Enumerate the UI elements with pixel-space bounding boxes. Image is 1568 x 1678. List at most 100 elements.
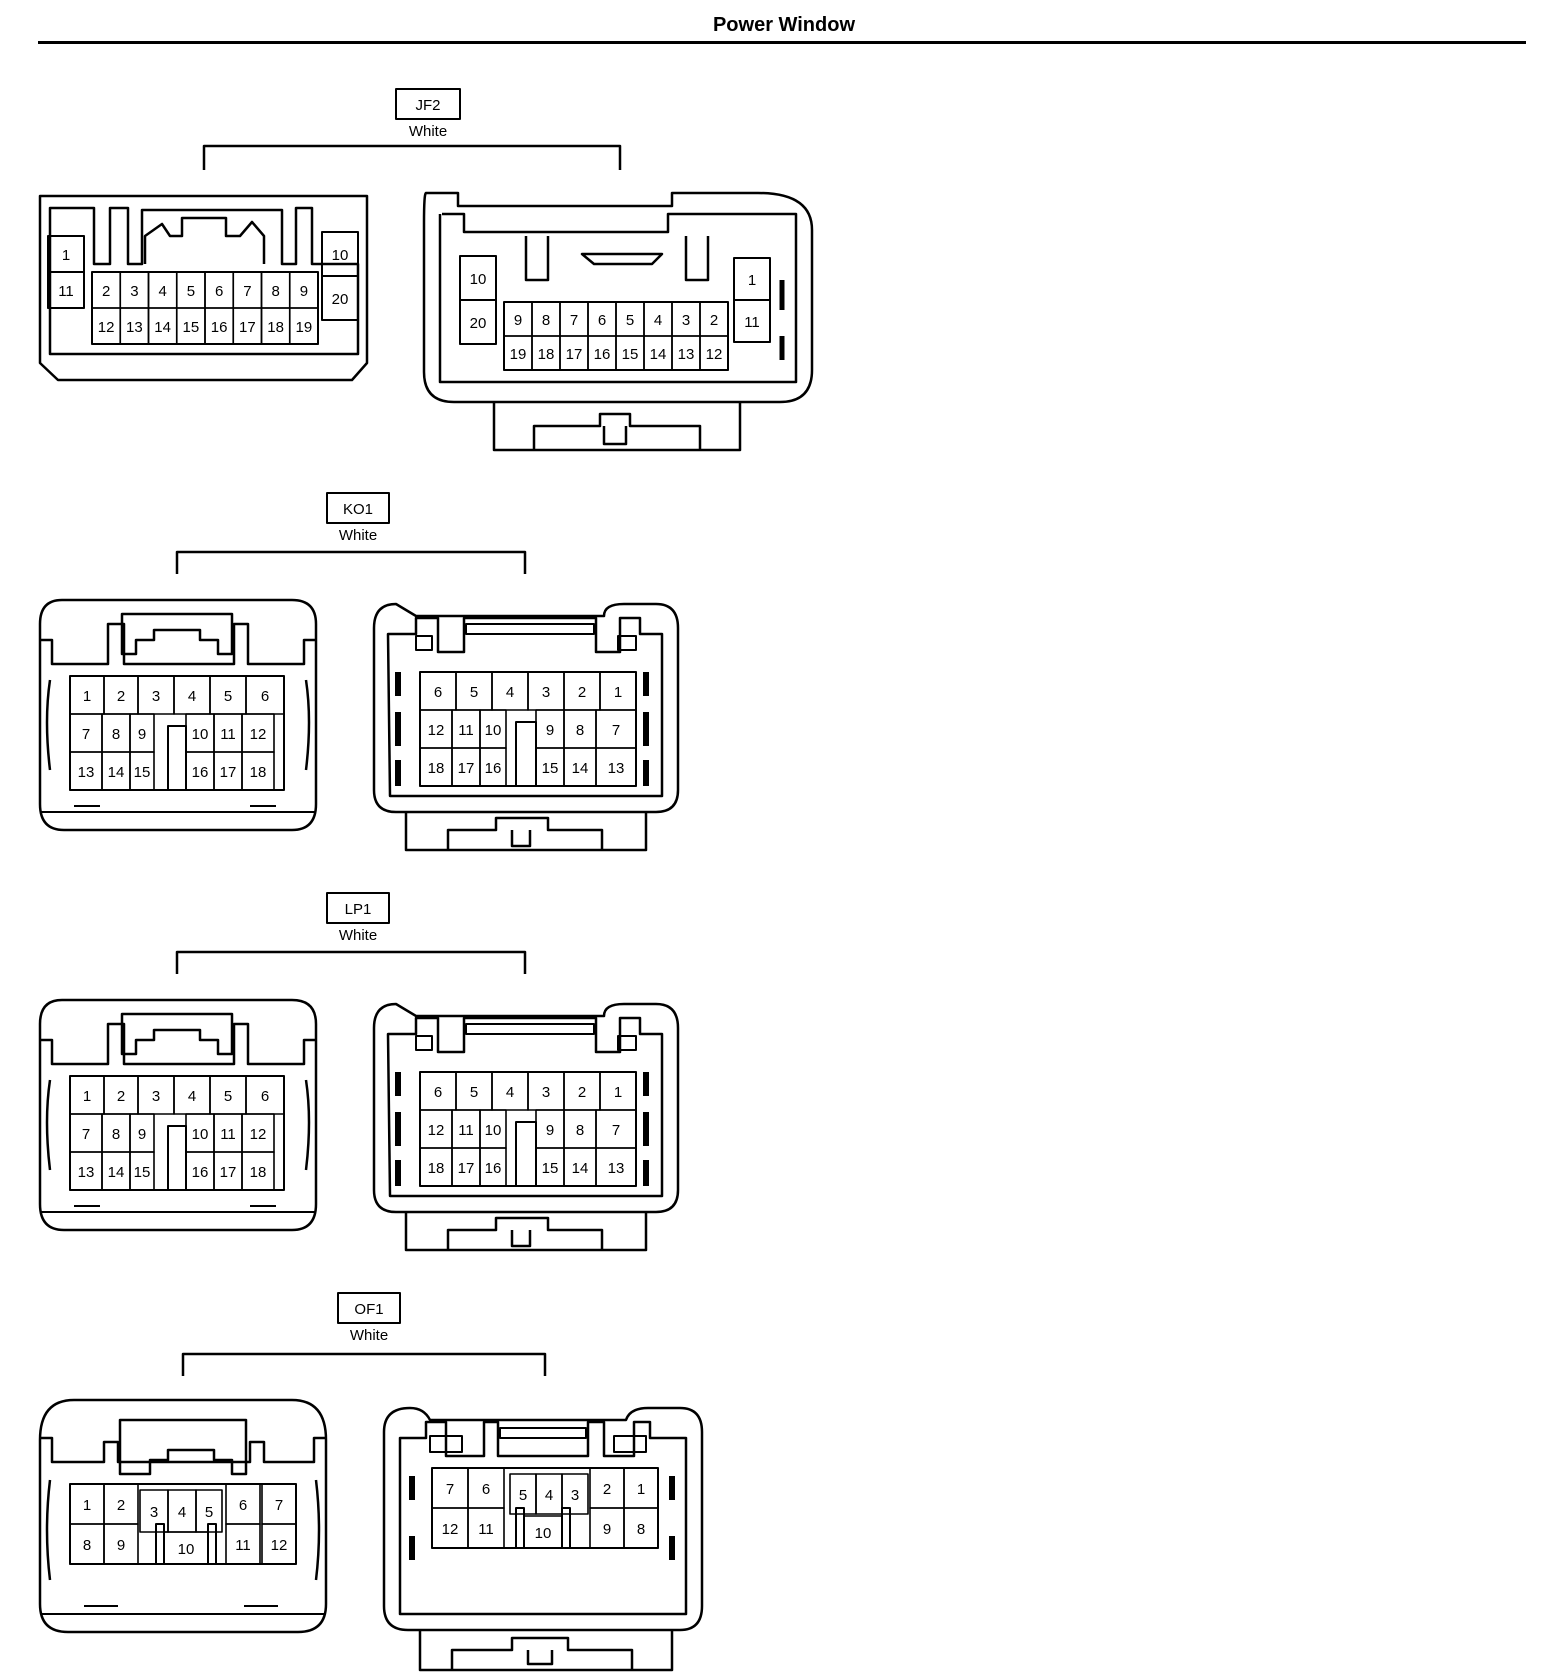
pin-cell: 13 (69, 1151, 103, 1191)
pin-cell: 12 (261, 1523, 297, 1565)
connector-left-view (38, 998, 318, 1232)
connector-right-view (422, 191, 814, 452)
pin-cell: 9 (503, 301, 533, 337)
pin-cell: 2 (563, 1071, 601, 1111)
connector-left-view (38, 598, 318, 832)
pin-number: 11 (235, 1537, 251, 1554)
pin-cell: 10 (185, 713, 215, 753)
pin-cell: 3 (671, 301, 701, 337)
pin-number: 10 (332, 247, 349, 264)
pin-number: 1 (748, 272, 756, 289)
pin-cell: 7 (595, 1109, 637, 1149)
pin-cell: 3 (137, 675, 175, 715)
pin-number: 5 (470, 684, 478, 701)
pin-number: 3 (682, 312, 690, 329)
pin-cell: 16 (479, 747, 507, 787)
pin-cell: 8 (563, 709, 597, 749)
pin-number: 9 (138, 1126, 146, 1143)
pin-number: 11 (744, 314, 760, 331)
pin-cell: 15 (175, 307, 206, 345)
pin-cell: 16 (479, 1147, 507, 1187)
page-title: Power Window (712, 14, 856, 36)
pin-number: 2 (117, 1497, 125, 1514)
pin-number: 6 (434, 1084, 442, 1101)
pin-number: 19 (296, 319, 313, 336)
connector-id-label: JF2 (415, 97, 440, 114)
connector-jf2: JF2 White (38, 88, 814, 452)
pin-cell: 14 (563, 747, 597, 787)
pin-number: 2 (578, 1084, 586, 1101)
pin-number: 15 (542, 760, 559, 777)
pin-cell: 6 (419, 671, 457, 711)
pin-number: 3 (152, 688, 160, 705)
pin-number: 14 (572, 760, 589, 777)
pin-number: 16 (485, 1160, 502, 1177)
pin-cell: 14 (101, 1151, 131, 1191)
pin-cell: 17 (213, 751, 243, 791)
pin-number: 9 (138, 726, 146, 743)
pin-number: 7 (446, 1481, 454, 1498)
pin-cell: 6 (467, 1467, 505, 1509)
pin-cell: 6 (419, 1071, 457, 1111)
pin-number: 7 (82, 1126, 90, 1143)
pin-cell: 9 (535, 1109, 565, 1149)
pin-cell: 6 (245, 1075, 285, 1115)
pin-cell: 14 (643, 335, 673, 371)
pin-number: 15 (542, 1160, 559, 1177)
pin-cell: 5 (195, 1489, 223, 1533)
pin-number: 4 (188, 1088, 196, 1105)
pin-number: 14 (650, 346, 667, 363)
pin-number: 9 (514, 312, 522, 329)
pin-cell: 7 (261, 1483, 297, 1525)
pin-cell: 9 (288, 271, 319, 309)
pin-cell: 16 (204, 307, 235, 345)
pin-cell: 11 (213, 1113, 243, 1153)
pin-cell: 11 (47, 271, 85, 309)
pin-number: 5 (224, 688, 232, 705)
pin-cell: 3 (527, 1071, 565, 1111)
pin-number: 8 (576, 722, 584, 739)
pin-cell: 19 (288, 307, 319, 345)
pin-number: 17 (458, 1160, 475, 1177)
pin-number: 6 (598, 312, 606, 329)
pin-cell: 2 (563, 671, 601, 711)
pin-cell: 4 (147, 271, 178, 309)
pin-cell: 16 (185, 751, 215, 791)
pin-cell: 13 (69, 751, 103, 791)
pin-number: 7 (82, 726, 90, 743)
connector-ko1: KO1 White (38, 492, 680, 852)
pin-cell: 10 (185, 1113, 215, 1153)
pin-number: 5 (519, 1487, 527, 1504)
pin-number: 12 (98, 319, 115, 336)
pin-number: 1 (614, 684, 622, 701)
pin-cell: 3 (561, 1473, 589, 1515)
pin-number: 2 (117, 1088, 125, 1105)
pin-number: 9 (546, 722, 554, 739)
connector-id-label: OF1 (354, 1301, 383, 1318)
pin-number: 13 (678, 346, 695, 363)
pin-cell: 17 (232, 307, 263, 345)
pin-number: 12 (250, 726, 267, 743)
pin-cell: 2 (103, 675, 139, 715)
pin-cell: 20 (321, 275, 359, 321)
pin-cell: 18 (419, 747, 453, 787)
pin-number: 17 (239, 319, 256, 336)
pin-cell: 18 (241, 1151, 275, 1191)
pin-number: 16 (192, 1164, 209, 1181)
pin-number: 10 (470, 271, 487, 288)
connector-right-view (382, 1406, 704, 1672)
pin-number: 1 (637, 1481, 645, 1498)
pin-number: 7 (612, 1122, 620, 1139)
pin-number: 10 (485, 722, 502, 739)
pin-number: 16 (594, 346, 611, 363)
pin-cell: 12 (419, 709, 453, 749)
pin-cell: 18 (419, 1147, 453, 1187)
pin-cell: 18 (260, 307, 291, 345)
pin-number: 2 (102, 283, 110, 300)
pin-number: 18 (267, 319, 284, 336)
pin-number: 20 (332, 291, 349, 308)
pin-number: 12 (271, 1537, 288, 1554)
pin-cell: 14 (563, 1147, 597, 1187)
pin-cell: 5 (209, 1075, 247, 1115)
